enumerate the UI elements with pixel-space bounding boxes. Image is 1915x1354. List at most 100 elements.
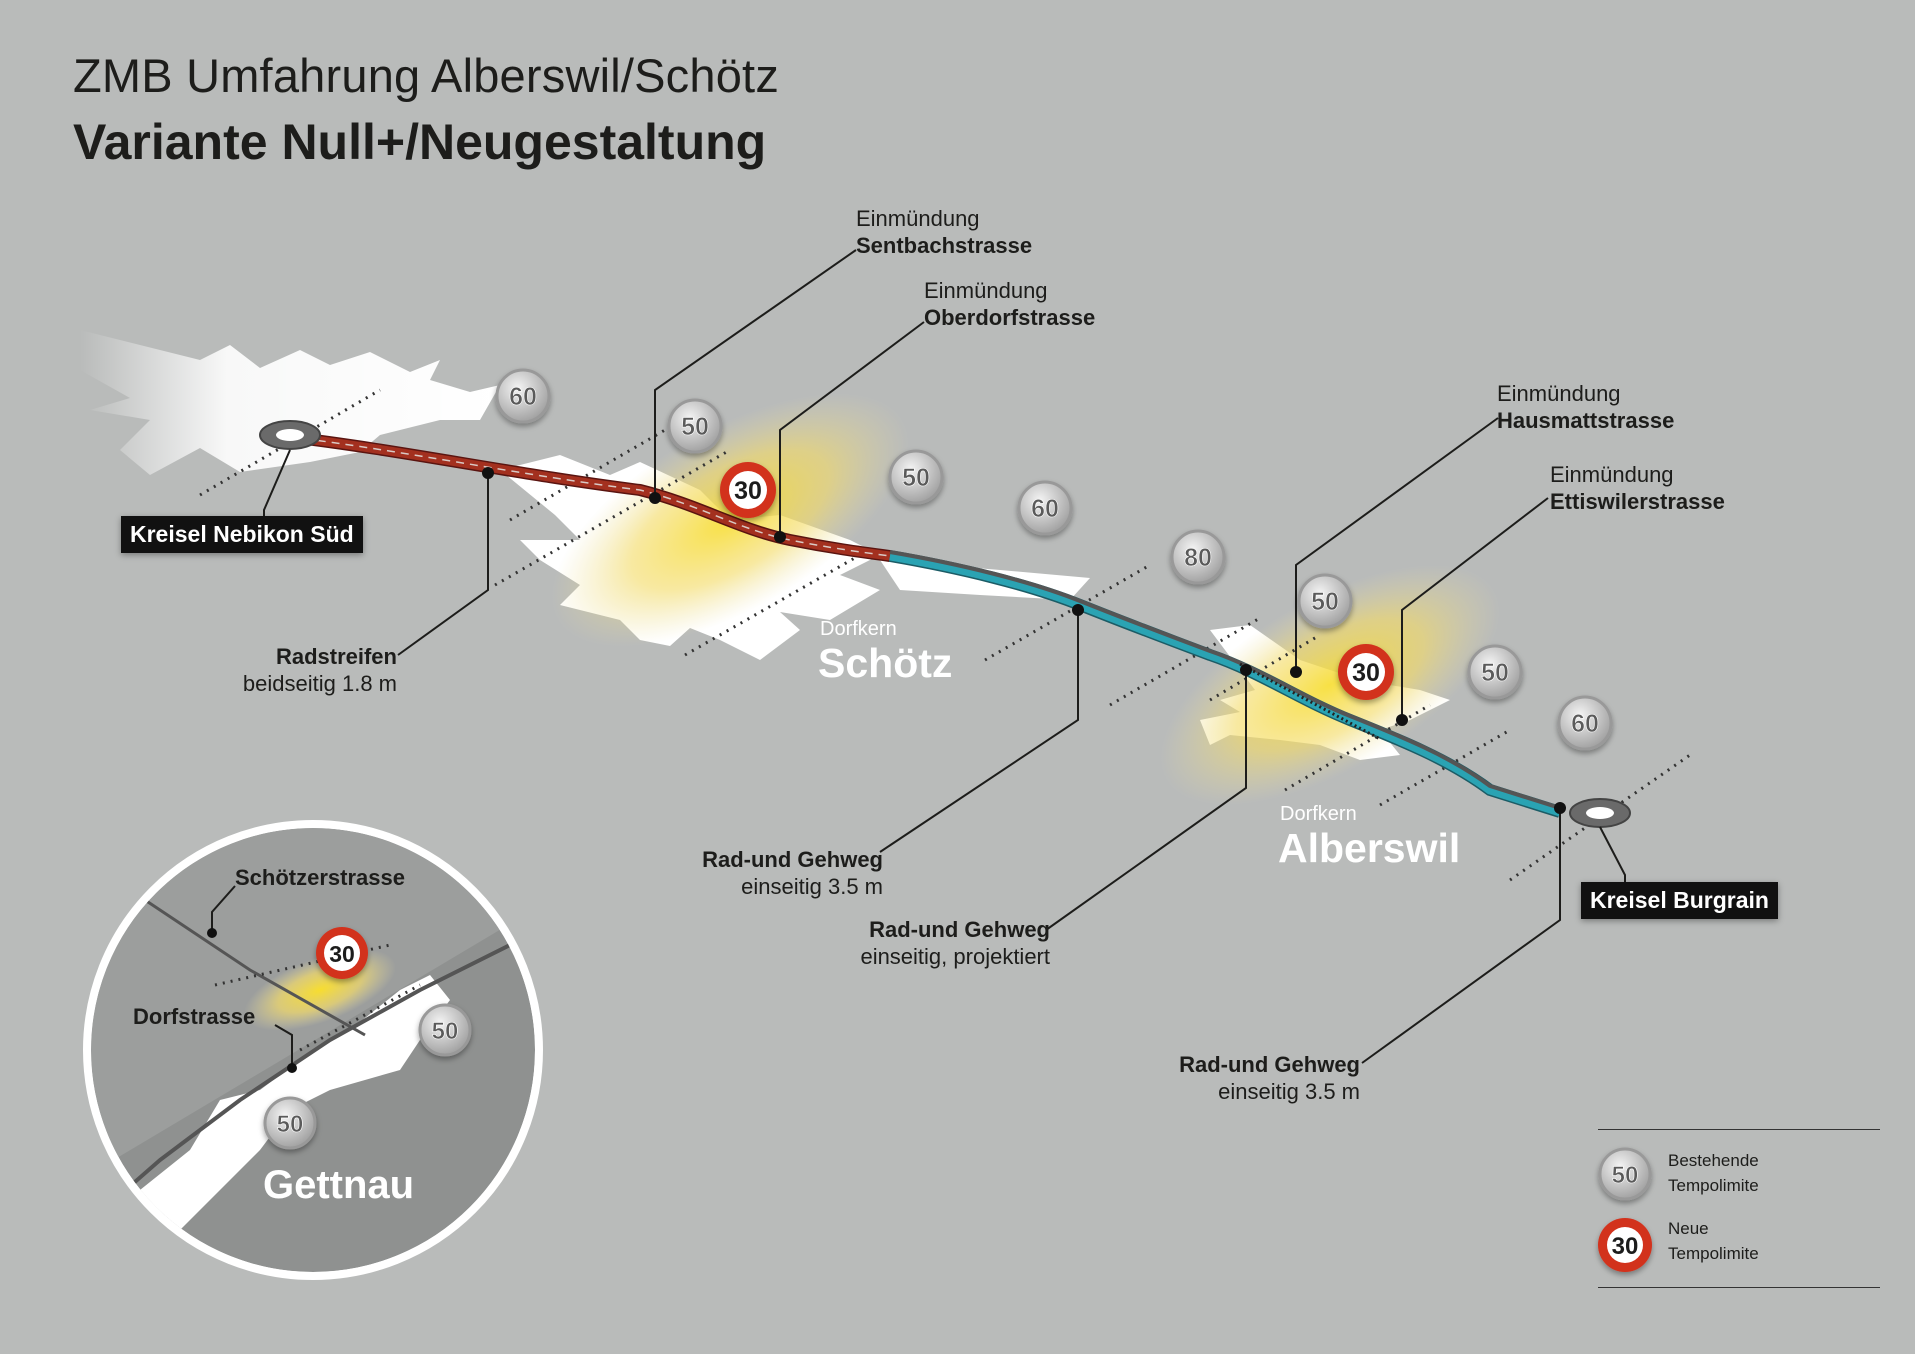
speed-sign-existing: 50	[667, 398, 723, 454]
gate-line	[494, 448, 731, 587]
leader-dots	[482, 467, 1566, 814]
junction-prefix: Einmündung	[1550, 462, 1674, 487]
legend-line: Bestehende	[1668, 1151, 1759, 1170]
legend-line: Tempolimite	[1668, 1176, 1759, 1195]
label-sentbachstrasse: Einmündung Sentbachstrasse	[856, 205, 1032, 259]
label-radweg-1: Rad-und Gehweg einseitig 3.5 m	[640, 846, 883, 900]
svg-text:80: 80	[1184, 544, 1212, 572]
leader-radweg-1	[879, 610, 1079, 853]
roundabout-nebikon	[259, 420, 321, 450]
label-hausmattstrasse: Einmündung Hausmattstrasse	[1497, 380, 1674, 434]
speed-sign-new: 30	[720, 462, 776, 518]
label-dorfstrasse: Dorfstrasse	[133, 1003, 255, 1030]
junction-name: Sentbachstrasse	[856, 233, 1033, 258]
path-name: Radstreifen	[275, 644, 397, 669]
svg-text:50: 50	[681, 413, 709, 441]
town-nebikon	[80, 330, 500, 475]
junction-name: Hausmattstrasse	[1497, 408, 1675, 433]
svg-text:50: 50	[1311, 588, 1339, 616]
speed-sign-existing: 80	[1170, 529, 1226, 585]
leader-radweg-2	[1361, 808, 1561, 1064]
leader-hausmatt	[1295, 417, 1499, 672]
svg-text:50: 50	[902, 464, 930, 492]
village-schoetz-name: Schötz	[818, 640, 953, 686]
path-detail: beidseitig 1.8 m	[242, 671, 397, 696]
gate-line	[1379, 728, 1511, 807]
roundabout-burgrain	[1569, 798, 1631, 828]
gate-line	[684, 553, 861, 657]
label-radstreifen: Radstreifen beidseitig 1.8 m	[197, 643, 397, 697]
inset-speed-sign-new: 30	[316, 927, 368, 979]
village-alberswil-small: Dorfkern	[1280, 803, 1357, 825]
leader-ettiswiler	[1401, 497, 1549, 720]
svg-text:30: 30	[734, 477, 762, 505]
path-name: Rad-und Gehweg	[1179, 1052, 1360, 1077]
legend-sign-existing: 50	[1598, 1147, 1652, 1201]
gate-line	[509, 428, 666, 522]
svg-text:50: 50	[1481, 659, 1509, 687]
inset-speed-sign-existing: 50	[263, 1096, 317, 1150]
svg-text:50: 50	[432, 1018, 459, 1045]
svg-text:50: 50	[1612, 1162, 1639, 1189]
inset-gettnau: 30 50 50	[83, 820, 543, 1280]
label-radweg-2: Rad-und Gehweg einseitig 3.5 m	[1110, 1051, 1360, 1105]
speed-sign-existing: 60	[1017, 480, 1073, 536]
svg-text:60: 60	[1571, 710, 1599, 738]
legend-sign-new: 30	[1598, 1218, 1652, 1272]
tag-kreisel-nebikon: Kreisel Nebikon Süd	[121, 516, 363, 553]
leader-schoetzerstrasse	[211, 885, 236, 933]
svg-text:30: 30	[1612, 1233, 1639, 1260]
speed-sign-existing: 50	[888, 449, 944, 505]
speed-sign-existing: 50	[1467, 644, 1523, 700]
speed-sign-existing: 50	[1297, 573, 1353, 629]
village-gettnau-name: Gettnau	[263, 1163, 415, 1207]
existing-speed-signs: 60 50 50 60 80 50 50 60	[495, 368, 1613, 751]
svg-text:30: 30	[329, 941, 355, 967]
leader-sentbach	[654, 249, 857, 498]
legend-line: Tempolimite	[1668, 1244, 1759, 1263]
label-ettiswilerstrasse: Einmündung Ettiswilerstrasse	[1550, 461, 1725, 515]
page-title: ZMB Umfahrung Alberswil/Schötz	[73, 49, 780, 102]
leader-radweg-projektiert	[1045, 670, 1247, 931]
svg-text:60: 60	[1031, 495, 1059, 523]
path-detail: einseitig 3.5 m	[741, 874, 883, 899]
svg-text:30: 30	[1352, 659, 1380, 687]
page-subtitle: Variante Null+/Neugestaltung	[73, 114, 767, 170]
path-name: Rad-und Gehweg	[869, 917, 1050, 942]
tag-kreisel-burgrain: Kreisel Burgrain	[1581, 882, 1778, 919]
legend-existing-text: Bestehende Tempolimite	[1668, 1148, 1759, 1198]
svg-text:50: 50	[277, 1111, 304, 1138]
svg-text:60: 60	[509, 383, 537, 411]
path-name: Rad-und Gehweg	[702, 847, 883, 872]
street-name: Dorfstrasse	[133, 1004, 256, 1029]
speed-sign-existing: 60	[1557, 695, 1613, 751]
speed-sign-existing: 60	[495, 368, 551, 424]
label-schoetzerstrasse: Schötzerstrasse	[235, 864, 405, 891]
junction-name: Ettiswilerstrasse	[1550, 489, 1725, 514]
junction-name: Oberdorfstrasse	[924, 305, 1096, 330]
new-speed-signs: 30 30	[720, 462, 1394, 700]
leader-lines	[263, 249, 1626, 1064]
junction-prefix: Einmündung	[1497, 381, 1621, 406]
leader-oberdorf	[779, 321, 925, 537]
speed-sign-new: 30	[1338, 644, 1394, 700]
village-schoetz-small: Dorfkern	[820, 618, 897, 640]
road-radstreifen	[289, 431, 891, 562]
junction-prefix: Einmündung	[924, 278, 1048, 303]
legend-divider-bottom	[1598, 1287, 1880, 1288]
leader-radstreifen	[397, 473, 489, 656]
legend-new-text: Neue Tempolimite	[1668, 1216, 1759, 1266]
label-radweg-projektiert: Rad-und Gehweg einseitig, projektiert	[770, 916, 1050, 970]
path-detail: einseitig 3.5 m	[1218, 1079, 1360, 1104]
leader-dorfstrasse	[274, 1024, 293, 1068]
gate-line	[1109, 616, 1261, 707]
path-detail: einseitig, projektiert	[860, 944, 1050, 969]
junction-prefix: Einmündung	[856, 206, 980, 231]
leader-kreisel-east	[1599, 826, 1626, 888]
label-oberdorfstrasse: Einmündung Oberdorfstrasse	[924, 277, 1095, 331]
road-radweg	[888, 550, 1562, 818]
street-name: Schötzerstrasse	[235, 865, 405, 890]
inset-speed-sign-existing: 50	[418, 1003, 472, 1057]
